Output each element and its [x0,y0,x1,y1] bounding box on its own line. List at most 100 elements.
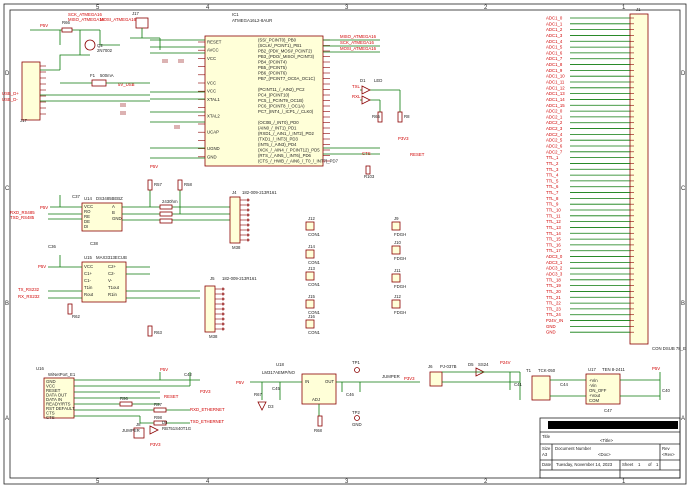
ic1-left-pin-label: GND [207,154,217,159]
u18-pin-out: OUT [325,379,334,384]
u15-pin-label: C2- [108,271,115,276]
jack-ref: J6 [428,364,433,369]
ic1-right-pin-label: PB6_(PCINT6) [258,71,287,76]
connector-ref: J13 [308,266,316,271]
u14-pin-label: RO [84,209,91,214]
cts-net: CTS [362,151,371,156]
r59-lbl: 2430hm [162,199,178,204]
res-r96 [119,401,133,407]
ic1-right-pin-label: PB4_(PCINT4) [258,60,287,65]
u16-pin-label: DATA IN [46,397,62,402]
dsub-pin-label: TTL_23 [546,306,561,311]
dsub-pin-label: ADC1_13 [546,91,565,96]
u18-in-net: P5V [236,380,244,385]
res-r62 [67,303,73,315]
tb-size: A3 [542,452,548,457]
ic1-right-pin-label: PC4_(PCINT10) [258,93,290,98]
u16-wires [74,372,200,417]
dsub-pin-label: ADC2_2 [546,120,563,125]
usb-section: J17 USB_D+ USB_D- F1 500mA 5V_USB R66 Q2… [2,11,161,123]
net-miso: MISO_ATMEGA16 [340,34,377,39]
dsub-pin-label: TTL_2 [546,161,559,166]
dsub-pin-label: TTL_3 [546,167,559,172]
connector-pin-end [246,203,250,207]
u16-part: WiNetPort_E1 [48,372,76,377]
zone-left-B: B [5,301,9,307]
zone-left-C: C [5,186,10,192]
u15-pin-label: R1in [108,292,117,297]
dsub-pin-label: TTL_17 [546,248,561,253]
u14-ref: U14 [84,196,92,201]
ic1-right-pin-label: (CTS_/_HWB_/_AIN6_/_T0_/_INT7)_PD7 [258,159,339,164]
dsub-pin-label: P24V_IN [546,318,563,323]
j5-part: 182-009-213R161 [222,276,257,281]
dsub-pin-label: TTL_16 [546,242,561,247]
ic1-right-pin-label: (SCLK/_PCINT1)_PB1 [258,43,302,48]
jumper-j8 [133,427,145,439]
u15-pin-label: C1+ [84,271,92,276]
dsub-pin-label: ADC1_10 [546,74,565,79]
connector-val: FDGH [394,256,406,261]
u14-pin-label: A [112,204,115,209]
connector-ref: J16 [308,314,316,319]
dsub-pin-label: TTL_6 [546,184,559,189]
u14-wires [48,180,230,221]
dsub-pin-label: TTL_19 [546,283,561,288]
dsub-pin-label: ADC3_1 [546,260,563,265]
r65-lbl: R65 [372,114,380,119]
p5v-eth: P5V [160,367,168,372]
led-ref-d1: D1 [360,78,366,83]
net-rxd-eth: RXD_ETHERNET [190,407,225,412]
connector-pin-end [221,292,225,296]
connector-pin-end [221,307,225,311]
j4-sub: M38 [232,245,241,250]
usb-connector-j17 [21,61,41,121]
ic1-left-pin-label: UGND [207,146,220,151]
u18-pin-adj: ADJ [312,397,320,402]
dsub-pin-label: ADC2_5 [546,138,563,143]
dsub-pin-label: TTL_22 [546,301,561,306]
r68-lbl: R68 [314,428,322,433]
ic1-left-pin-label: XTAL2 [207,113,220,118]
dsub-pin-label: ADC1_8 [546,62,563,67]
u16-pin-label: DATA OUT [46,393,67,398]
r8-lbl: R8 [404,114,410,119]
d4-part: RB751S40T1G [162,426,192,431]
j8-part: JUMPER [122,428,140,433]
c37-lbl: C37 [72,194,80,199]
dsub-pin-label: ADC2_6 [546,144,563,149]
ic1-left-pin-label: VCC [207,81,216,86]
dsub-part: CON DSUB 78_E [652,346,686,351]
ic1-right-pin-label: PB2_(PDI/_MOSI/_PCINT2) [258,49,313,54]
y1-label: J17 [132,11,140,16]
dsub-pin-label: ADC1_5 [546,45,563,50]
u16-pin-label: CTS [46,415,55,420]
ic1-left-pin-label: VCC [207,56,216,61]
led-d3 [257,401,267,411]
reset-net: RESET [410,152,425,157]
connector-j14 [305,249,315,259]
tb-size-label: Size [542,446,551,451]
u18-ref: U18 [276,362,284,367]
u15-net-rx: RX_RS232 [18,294,40,299]
u15-ref: U15 [84,255,92,260]
rs232-section: U15 MAX3313ECUB VCCC1+C1-T1inRoutC2+C2-V… [18,241,257,339]
ic1-right-pin-label: PC7_(INT4_/_ICP1_/_CLK0) [258,109,314,114]
u14-pin-label: VCC [84,204,93,209]
jumper-lbl: JUMPER [382,374,400,379]
u15-pin-label: V- [108,278,113,283]
zone-right-B: B [681,301,685,307]
dsub-pin-label: TTL_18 [546,277,561,282]
j5-body [204,285,216,333]
connector-j16 [305,319,315,329]
q2-part: 2N7002 [97,48,113,53]
zone-top-5: 5 [96,5,100,11]
connector-j9 [391,221,401,231]
dsub-pin-label: ADC1_4 [546,39,563,44]
connector-val: FDGH [394,310,406,315]
d5-ref: D5 [468,362,474,367]
dsub-pin-label: TTL_10 [546,208,561,213]
net-reset-eth: RESET [164,394,179,399]
